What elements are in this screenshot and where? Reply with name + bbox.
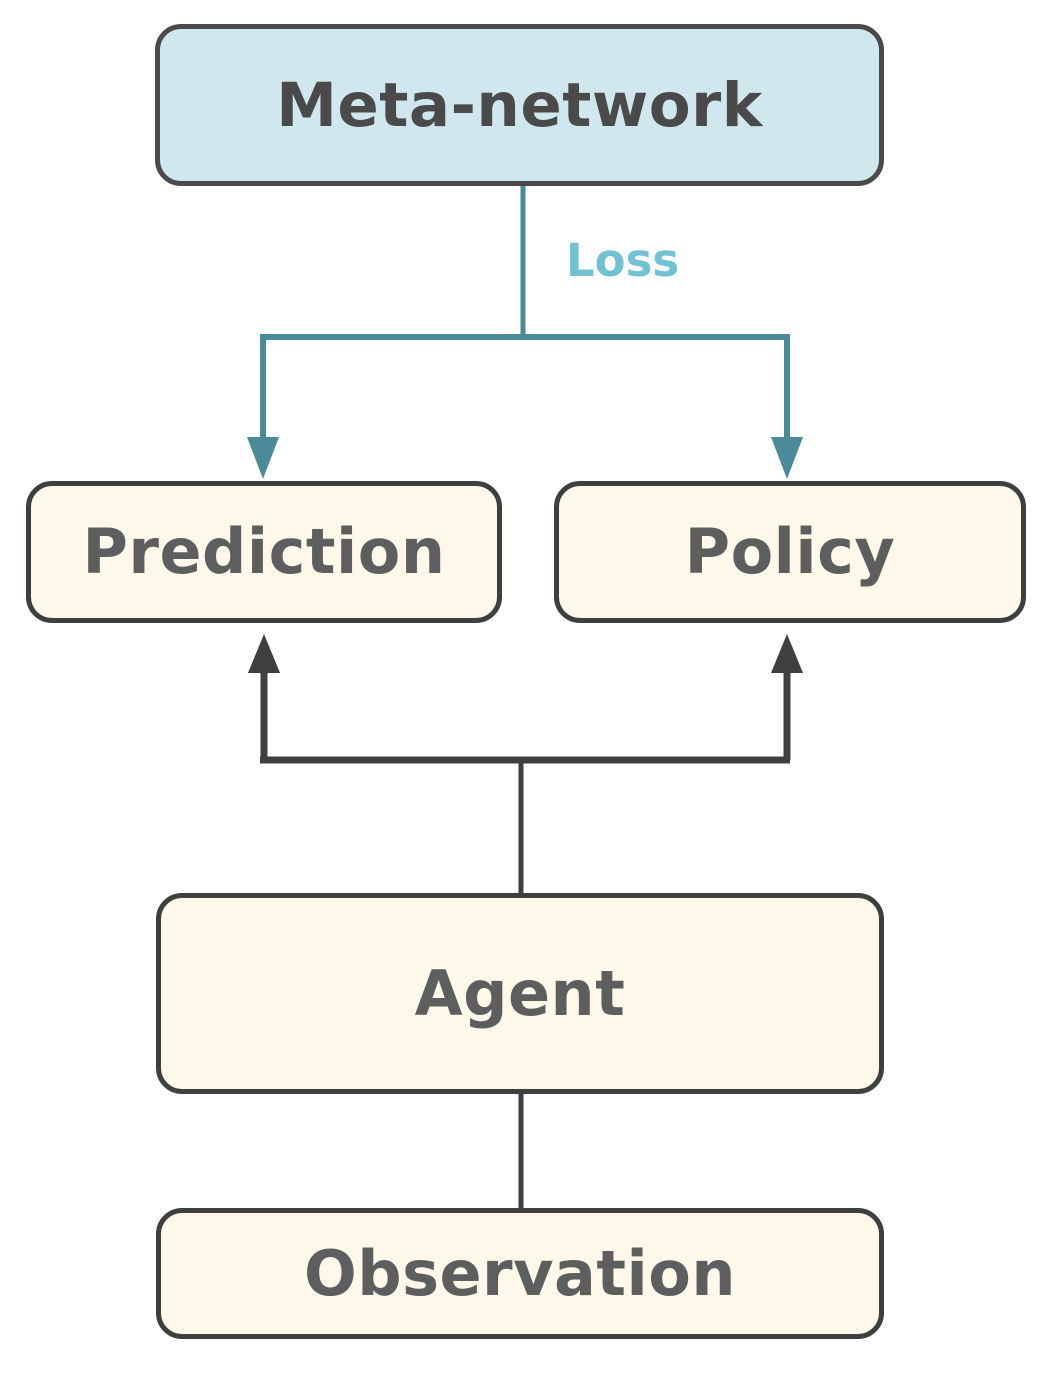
node-policy-label: Policy bbox=[684, 515, 896, 588]
arrow-up-icon-prediction bbox=[248, 634, 280, 673]
node-meta-network[interactable]: Meta-network bbox=[155, 24, 884, 186]
node-observation-label: Observation bbox=[304, 1236, 736, 1310]
node-agent[interactable]: Agent bbox=[156, 893, 884, 1094]
node-policy[interactable]: Policy bbox=[554, 481, 1026, 623]
node-observation[interactable]: Observation bbox=[156, 1208, 884, 1339]
node-meta-network-label: Meta-network bbox=[276, 69, 763, 141]
edge-agent-to-children-group bbox=[248, 634, 803, 893]
node-agent-label: Agent bbox=[414, 956, 626, 1030]
edge-meta-to-children-group bbox=[247, 186, 803, 479]
arrow-down-icon-policy bbox=[771, 437, 803, 479]
node-prediction-label: Prediction bbox=[82, 515, 446, 588]
arrow-up-icon-policy bbox=[771, 634, 803, 673]
arrow-down-icon-prediction bbox=[247, 437, 279, 479]
node-prediction[interactable]: Prediction bbox=[26, 481, 502, 623]
edge-label-loss: Loss bbox=[566, 234, 680, 287]
